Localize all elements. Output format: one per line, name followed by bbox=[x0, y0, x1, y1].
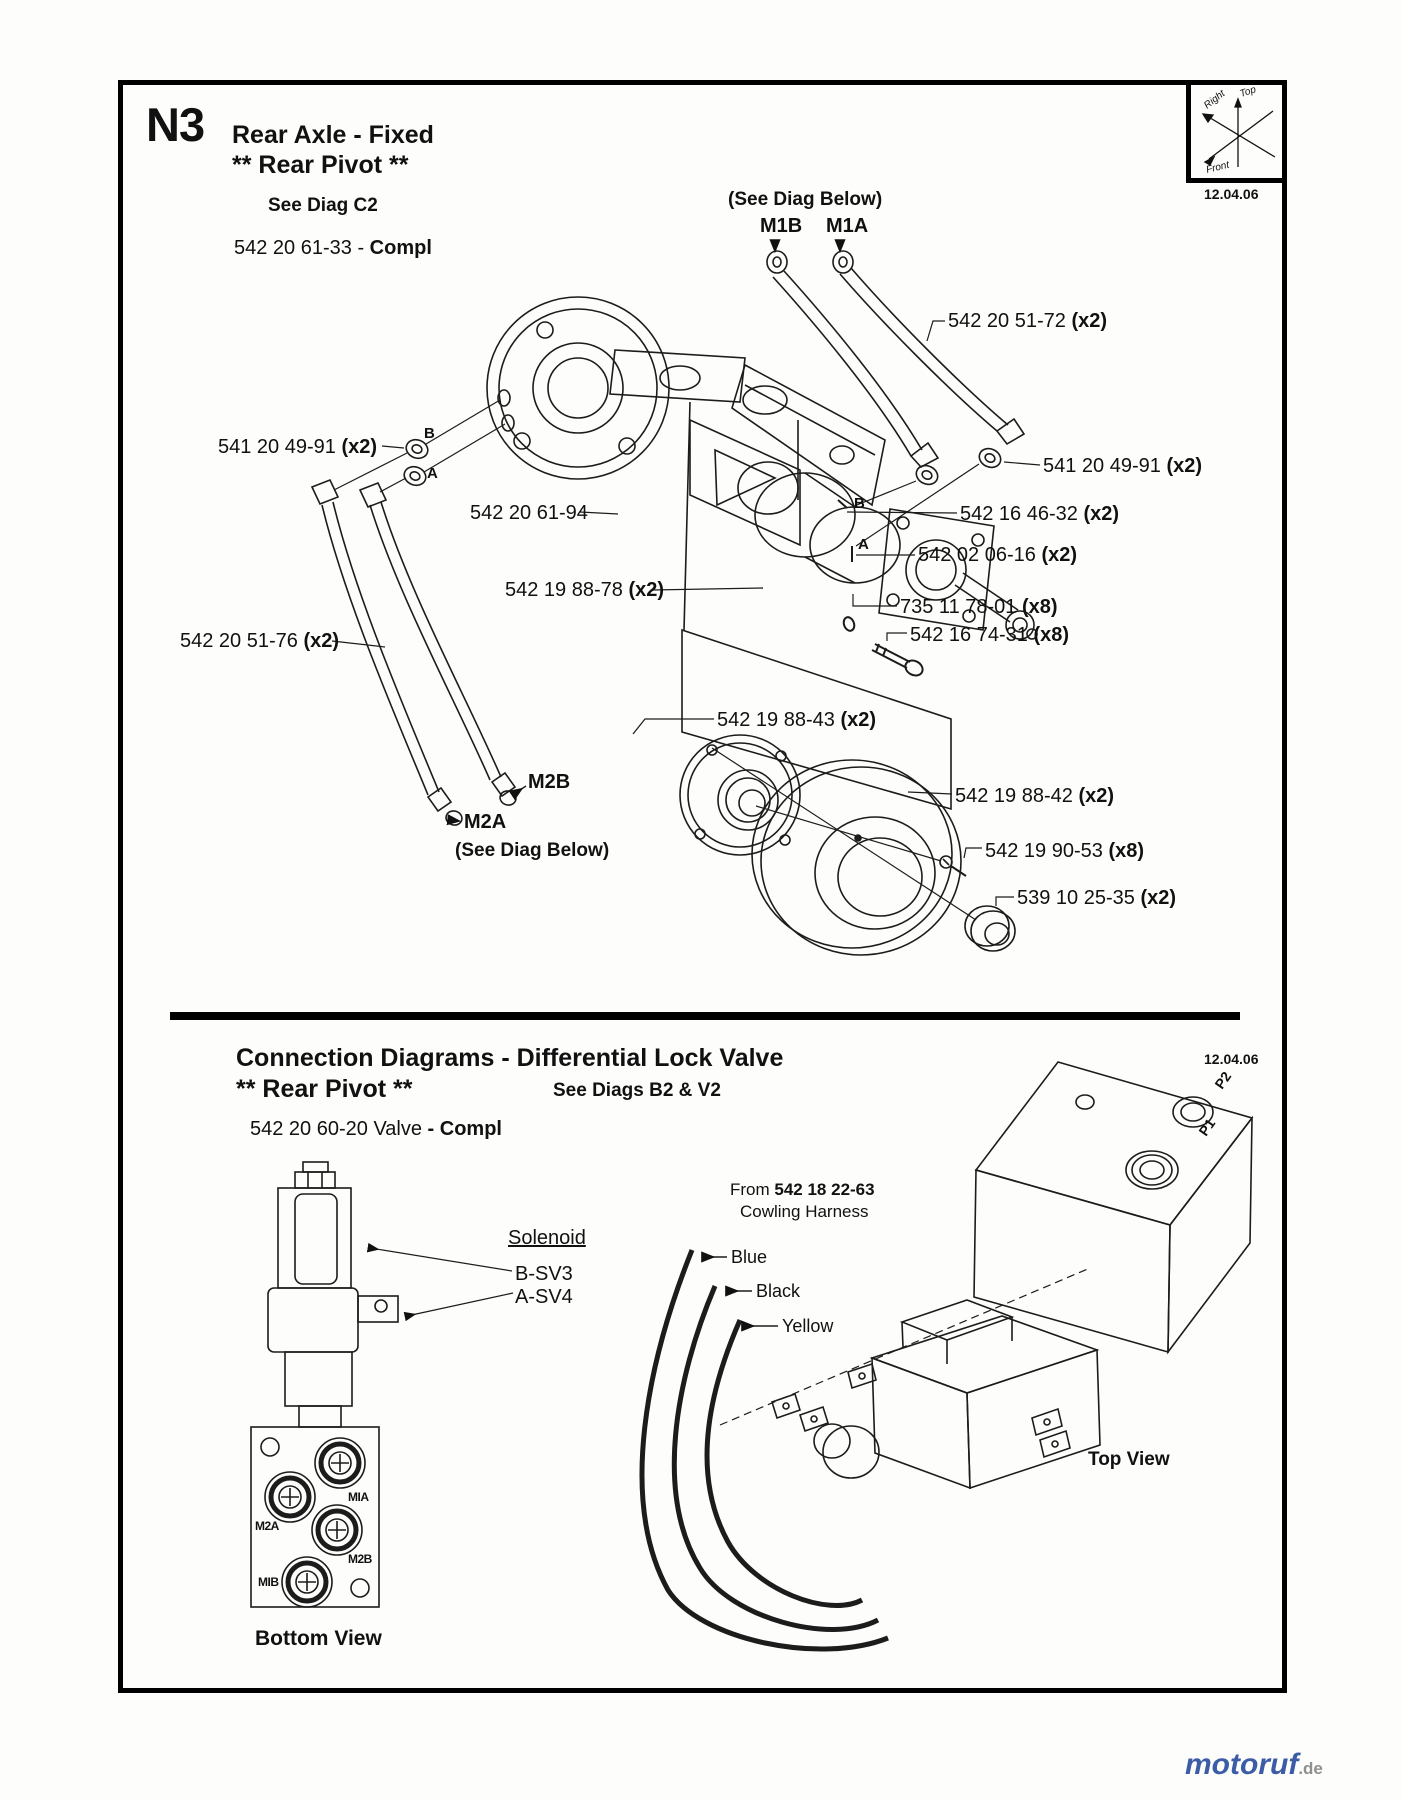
wires bbox=[639, 1249, 889, 1652]
part-label: 542 19 90-53 (x8) bbox=[985, 840, 1145, 862]
part-label: 542 20 61-94 bbox=[470, 502, 588, 524]
page-subtitle: ** Rear Pivot ** bbox=[232, 151, 409, 179]
wire-black-label: Black bbox=[756, 1281, 801, 1301]
revision-date-bottom: 12.04.06 bbox=[1204, 1051, 1259, 1067]
cowling-harness-label: Cowling Harness bbox=[740, 1202, 869, 1221]
upper-hoses bbox=[766, 239, 1026, 547]
wheel-drum bbox=[486, 296, 670, 480]
connection-heading: Connection Diagrams - Differential Lock … bbox=[236, 1044, 784, 1072]
port-m2b: M2B bbox=[528, 771, 571, 793]
port-m1a: M1A bbox=[826, 215, 869, 237]
section-code: N3 bbox=[146, 98, 205, 151]
axle-housing bbox=[609, 349, 886, 631]
port-letter-a: A bbox=[858, 536, 869, 553]
port-m2b-label: M2B bbox=[348, 1552, 372, 1566]
motoruf-logo: motoruf.de bbox=[1185, 1748, 1323, 1782]
logo-brand-text: motoruf bbox=[1185, 1748, 1299, 1781]
part-label: 541 20 49-91 (x2) bbox=[1043, 455, 1203, 477]
port-m2a-label: M2A bbox=[255, 1519, 279, 1533]
port-mib-label: MIB bbox=[258, 1575, 279, 1589]
part-label: 542 19 88-43 (x2) bbox=[717, 709, 877, 731]
part-label: 542 19 88-78 (x2) bbox=[505, 579, 665, 601]
see-diag-ref: See Diag C2 bbox=[268, 195, 378, 216]
assembly-number: 542 20 61-33 - Compl bbox=[234, 237, 432, 259]
mounting-panel bbox=[681, 628, 952, 811]
hub-flange bbox=[679, 734, 801, 856]
hydraulic-motor bbox=[737, 461, 901, 584]
a-sv4-label: A-SV4 bbox=[515, 1286, 573, 1308]
internal-leaders bbox=[711, 747, 977, 921]
wire-leaders bbox=[701, 1251, 778, 1332]
part-label: 542 02 06-16 (x2) bbox=[918, 544, 1078, 566]
top-view-label: Top View bbox=[1088, 1449, 1170, 1470]
part-label: 735 11 78-01 (x8) bbox=[900, 596, 1058, 618]
top-view-drawing: P2 P1 bbox=[639, 1061, 1254, 1652]
lower-left-hoses bbox=[310, 399, 527, 826]
connection-subheading: ** Rear Pivot ** bbox=[236, 1075, 413, 1103]
part-label: 542 19 88-42 (x2) bbox=[955, 785, 1115, 807]
port-mia-label: MIA bbox=[348, 1490, 369, 1504]
fitting-pins bbox=[837, 499, 924, 677]
valve-ports bbox=[260, 1437, 370, 1608]
bottom-view-label: Bottom View bbox=[255, 1627, 382, 1650]
revision-date-top: 12.04.06 bbox=[1204, 186, 1259, 202]
valve-drawing bbox=[250, 1161, 514, 1608]
part-label: 542 20 51-72 (x2) bbox=[948, 310, 1108, 332]
hub-cap bbox=[939, 855, 1016, 952]
b-sv3-label: B-SV3 bbox=[515, 1263, 573, 1285]
port-m1b: M1B bbox=[760, 215, 803, 237]
valve-number: 542 20 60-20 Valve - Compl bbox=[250, 1118, 502, 1140]
rear-axle-drawing bbox=[310, 239, 1041, 956]
label-leaders bbox=[331, 320, 1041, 906]
solenoid-leaders bbox=[366, 1242, 514, 1322]
wheel-tire bbox=[751, 759, 962, 956]
see-diags-ref: See Diags B2 & V2 bbox=[553, 1080, 721, 1101]
p1-label: P1 bbox=[1195, 1115, 1218, 1138]
port-letter-b: B bbox=[424, 425, 435, 442]
page-border bbox=[118, 80, 1287, 1693]
wire-yellow-label: Yellow bbox=[782, 1316, 834, 1336]
see-diag-below-top: (See Diag Below) bbox=[728, 189, 883, 210]
compass-top-label: Top bbox=[1239, 85, 1258, 100]
solenoid-cartridge bbox=[719, 1267, 1101, 1490]
harness-source: From 542 18 22-63 bbox=[730, 1180, 875, 1199]
part-label: 541 20 49-91 (x2) bbox=[218, 436, 378, 458]
port-letter-a: A bbox=[427, 465, 438, 482]
port-m2a: M2A bbox=[464, 811, 507, 833]
p2-label: P2 bbox=[1211, 1068, 1234, 1091]
solenoid-label: Solenoid bbox=[508, 1227, 586, 1249]
orientation-compass: Top Right Front bbox=[1186, 85, 1282, 183]
page-title: Rear Axle - Fixed bbox=[232, 121, 434, 149]
logo-tld-text: .de bbox=[1298, 1759, 1323, 1778]
part-label: 539 10 25-35 (x2) bbox=[1017, 887, 1177, 909]
part-label: 542 16 74-31 (x8) bbox=[910, 624, 1070, 646]
flange-plate bbox=[878, 508, 1038, 640]
part-label: 542 16 46-32 (x2) bbox=[960, 503, 1120, 525]
see-diag-below-bottom: (See Diag Below) bbox=[455, 840, 610, 861]
compass-right-label: Right bbox=[1202, 88, 1228, 112]
section-divider bbox=[170, 1012, 1240, 1020]
port-letter-b: B bbox=[854, 495, 865, 512]
wire-blue-label: Blue bbox=[731, 1247, 768, 1267]
part-label: 542 20 51-76 (x2) bbox=[180, 630, 340, 652]
manifold-block bbox=[973, 1061, 1254, 1355]
